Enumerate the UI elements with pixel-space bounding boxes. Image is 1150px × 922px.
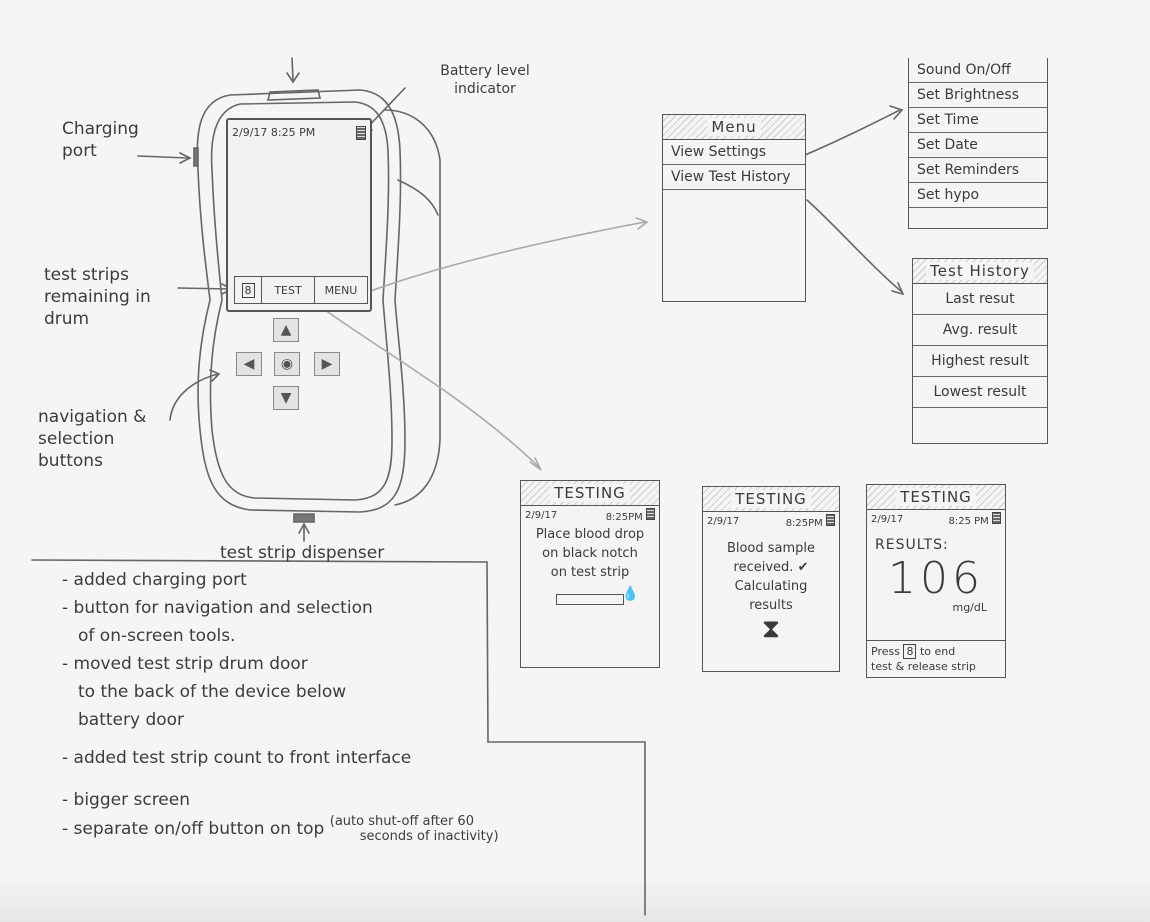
test-strip-icon: 💧	[556, 586, 639, 605]
dispenser-label: test strip dispenser	[220, 543, 385, 563]
battery-label: Battery level indicator	[440, 63, 530, 97]
settings-item-hypo[interactable]: Set hypo	[909, 183, 1047, 208]
history-item-last[interactable]: Last resut	[913, 284, 1047, 315]
testing-title: TESTING	[521, 481, 659, 506]
menu-title: Menu	[663, 115, 805, 140]
note-line: - moved test strip drum door	[62, 654, 308, 674]
test-history-screen: Test History Last resut Avg. result High…	[912, 258, 1048, 444]
select-button-icon[interactable]: ◉	[274, 352, 300, 376]
settings-item-date[interactable]: Set Date	[909, 133, 1047, 158]
checkmark-icon: ✔	[797, 560, 809, 575]
battery-icon	[646, 508, 655, 520]
right-arrow-icon[interactable]: ▶	[314, 352, 340, 376]
settings-screen: Sound On/Off Set Brightness Set Time Set…	[908, 58, 1048, 229]
test-softkey[interactable]: TEST	[262, 277, 315, 303]
strips-remaining-label: test strips remaining in drum	[44, 265, 151, 329]
settings-item-reminders[interactable]: Set Reminders	[909, 158, 1047, 183]
device-softkey-bar: 8 TEST MENU	[234, 276, 368, 304]
menu-item-view-test-history[interactable]: View Test History	[663, 165, 805, 190]
history-item-highest[interactable]: Highest result	[913, 346, 1047, 377]
note-line: to the back of the device below	[78, 682, 347, 702]
down-arrow-icon[interactable]: ▼	[273, 386, 299, 410]
testing-title: TESTING	[703, 487, 839, 512]
result-value: 106	[888, 553, 984, 604]
note-line: - separate on/off button on top (auto sh…	[62, 814, 499, 844]
device-datetime: 2/9/17 8:25 PM	[232, 126, 316, 139]
testing-instructions: Place blood drop on black notch on test …	[535, 527, 645, 580]
note-line: - added test strip count to front interf…	[62, 748, 412, 768]
results-footer: Press 8 to end test & release strip	[867, 640, 1005, 677]
history-item-lowest[interactable]: Lowest result	[913, 377, 1047, 408]
settings-item-brightness[interactable]: Set Brightness	[909, 83, 1047, 108]
hourglass-icon: ⧗	[761, 614, 781, 644]
results-label: RESULTS:	[875, 537, 949, 553]
battery-icon	[356, 126, 366, 140]
settings-item-sound[interactable]: Sound On/Off	[909, 58, 1047, 83]
strip-count-indicator: 8	[235, 277, 262, 303]
navigation-label: navigation & selection buttons	[38, 407, 147, 471]
design-notes: - added charging port - button for navig…	[62, 566, 499, 844]
testing-title: TESTING	[867, 485, 1005, 510]
menu-item-view-settings[interactable]: View Settings	[663, 140, 805, 165]
note-line: - bigger screen	[62, 790, 190, 810]
menu-softkey[interactable]: MENU	[324, 283, 358, 297]
test-history-title: Test History	[913, 259, 1047, 284]
testing-status: Blood sample received. ✔ Calculating res…	[726, 541, 816, 613]
left-arrow-icon[interactable]: ◀	[236, 352, 262, 376]
blood-drop-icon: 💧	[621, 586, 639, 602]
up-arrow-icon[interactable]: ▲	[273, 318, 299, 342]
note-line: of on-screen tools.	[78, 626, 236, 646]
battery-icon	[992, 512, 1001, 524]
history-item-average[interactable]: Avg. result	[913, 315, 1047, 346]
result-unit: mg/dL	[952, 601, 987, 614]
menu-screen: Menu View Settings View Test History	[662, 114, 806, 302]
battery-icon	[826, 514, 835, 526]
note-line: battery door	[78, 710, 185, 730]
charging-port-label: Charging port	[62, 119, 139, 161]
settings-item-time[interactable]: Set Time	[909, 108, 1047, 133]
note-line: - button for navigation and selection	[62, 598, 373, 618]
note-line: - added charging port	[62, 570, 247, 590]
